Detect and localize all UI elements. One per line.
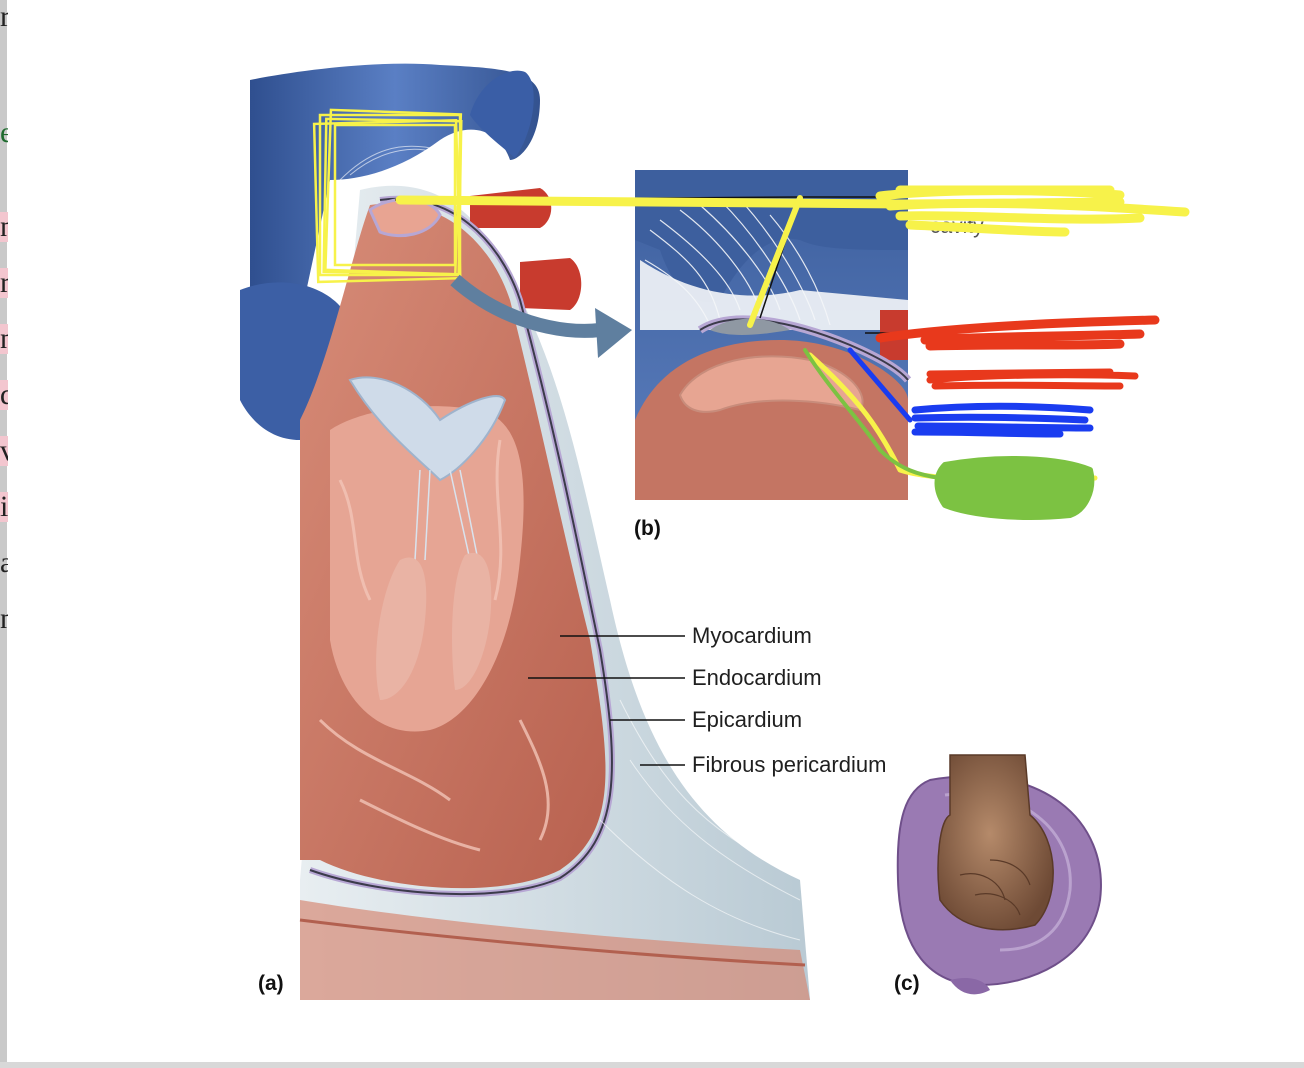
panel-label-a: (a) bbox=[258, 972, 284, 995]
valve bbox=[348, 376, 507, 482]
blue-label-cover bbox=[911, 402, 1094, 438]
edge-glyph: a bbox=[0, 548, 8, 578]
edge-glyph: r bbox=[0, 2, 8, 32]
edge-glyph: d bbox=[0, 380, 8, 410]
panel-a-art bbox=[240, 63, 810, 1001]
label-myocardium: Myocardium bbox=[692, 623, 812, 648]
label-endocardium: Endocardium bbox=[692, 665, 822, 690]
left-window-edge bbox=[0, 0, 7, 1068]
edge-glyph: n bbox=[0, 604, 8, 634]
great-vessel bbox=[250, 63, 540, 330]
edge-glyph: i bbox=[0, 492, 8, 522]
edge-glyph: r bbox=[0, 268, 8, 298]
edge-glyph: n bbox=[0, 324, 8, 354]
bottom-window-edge bbox=[0, 1062, 1304, 1068]
edge-glyph: e bbox=[0, 118, 8, 148]
fist bbox=[937, 754, 1054, 931]
green-label-cover bbox=[934, 456, 1095, 520]
red-vessel bbox=[470, 188, 552, 228]
panel-b-inset bbox=[635, 170, 912, 500]
panel-label-b: (b) bbox=[634, 517, 661, 540]
zoom-arrow bbox=[450, 274, 601, 338]
panel-label-c: (c) bbox=[894, 972, 920, 995]
yellow-label-cover bbox=[395, 185, 1190, 237]
label-fibrous-pericardium: Fibrous pericardium bbox=[692, 752, 887, 777]
panel-c-art bbox=[896, 754, 1102, 995]
label-epicardium: Epicardium bbox=[692, 707, 803, 732]
annotation-strokes bbox=[395, 185, 1190, 520]
edge-glyph: v bbox=[0, 436, 8, 466]
red-vessel bbox=[520, 258, 582, 310]
edge-glyph: n bbox=[0, 212, 8, 242]
red-label-cover bbox=[875, 315, 1160, 351]
